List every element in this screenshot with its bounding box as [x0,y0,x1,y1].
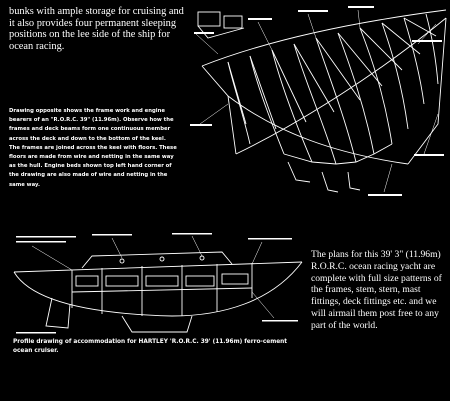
profile-drawing-caption: Profile drawing of accommodation for HAR… [13,339,288,354]
intro-paragraph: bunks with ample storage for cruising an… [9,6,184,52]
accommodation-profile-drawing [13,233,303,334]
plans-paragraph: The plans for this 39' 3" (11.96m) R.O.R… [311,249,442,331]
frame-description-paragraph: Drawing opposite shows the frame work an… [9,108,177,188]
frame-work-drawing [190,6,447,196]
